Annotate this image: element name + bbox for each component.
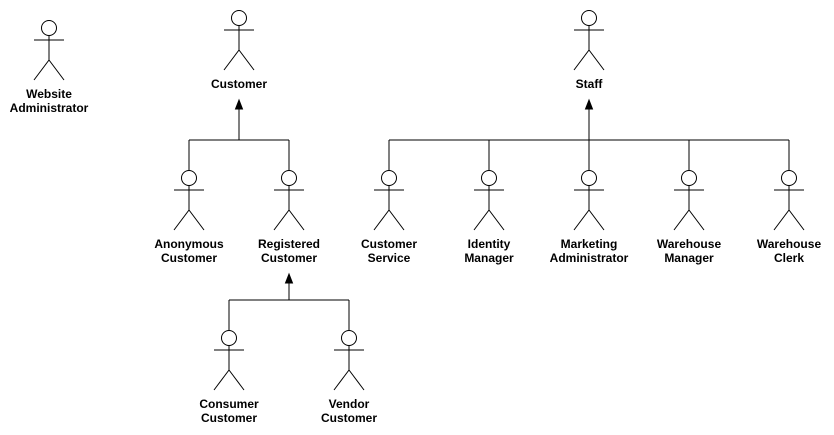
actor-label: Staff — [576, 77, 604, 91]
actor-label-line: Anonymous — [154, 237, 224, 251]
generalization-customer — [188, 98, 290, 170]
actor-label-line: Customer — [261, 251, 317, 265]
actor-label-line: Clerk — [774, 251, 804, 265]
actor-label-line: Customer — [361, 237, 417, 251]
actor-label-line: Administrator — [550, 251, 629, 265]
generalization-registered-customer — [228, 272, 350, 330]
actor-figure-icon — [33, 20, 65, 81]
actor-label-line: Website — [26, 87, 72, 101]
actor-label-line: Manager — [464, 251, 514, 265]
actor-label-line: Customer — [321, 411, 377, 425]
actor-label-line: Staff — [576, 77, 604, 91]
actor-label-line: Customer — [161, 251, 217, 265]
actor-label-line: Consumer — [199, 397, 259, 411]
actor-label-line: Administrator — [10, 101, 89, 115]
actor-label-line: Registered — [258, 237, 320, 251]
actor-figure-icon — [373, 170, 405, 231]
generalization-staff — [388, 98, 790, 170]
actor-figure-icon — [673, 170, 705, 231]
actor-figure-icon — [573, 10, 605, 71]
actor-label-line: Customer — [201, 411, 257, 425]
actor-label-line: Customer — [211, 77, 267, 91]
actor-label-line: Warehouse — [657, 237, 722, 251]
actor-label-line: Service — [368, 251, 411, 265]
actor-figure-icon — [273, 170, 305, 231]
actor-figure-icon — [333, 330, 365, 391]
actor-customer[interactable]: Customer — [211, 10, 267, 92]
actor-figure-icon — [173, 170, 205, 231]
generalization-arrowhead — [234, 98, 244, 110]
actor-figure-icon — [473, 170, 505, 231]
actor-figure-icon — [573, 170, 605, 231]
actor-label-line: Identity — [468, 237, 511, 251]
actor-figure-icon — [223, 10, 255, 71]
actor-staff[interactable]: Staff — [573, 10, 605, 92]
actor-label: Customer — [211, 77, 267, 91]
actor-label-line: Marketing — [561, 237, 618, 251]
generalization-connectors — [188, 98, 790, 330]
generalization-arrowhead — [284, 272, 294, 284]
generalization-arrowhead — [584, 98, 594, 110]
actor-label-line: Manager — [664, 251, 714, 265]
actor-figure-icon — [773, 170, 805, 231]
actor-label-line: Warehouse — [757, 237, 822, 251]
actor-figure-icon — [213, 330, 245, 391]
actor-label-line: Vendor — [329, 397, 370, 411]
